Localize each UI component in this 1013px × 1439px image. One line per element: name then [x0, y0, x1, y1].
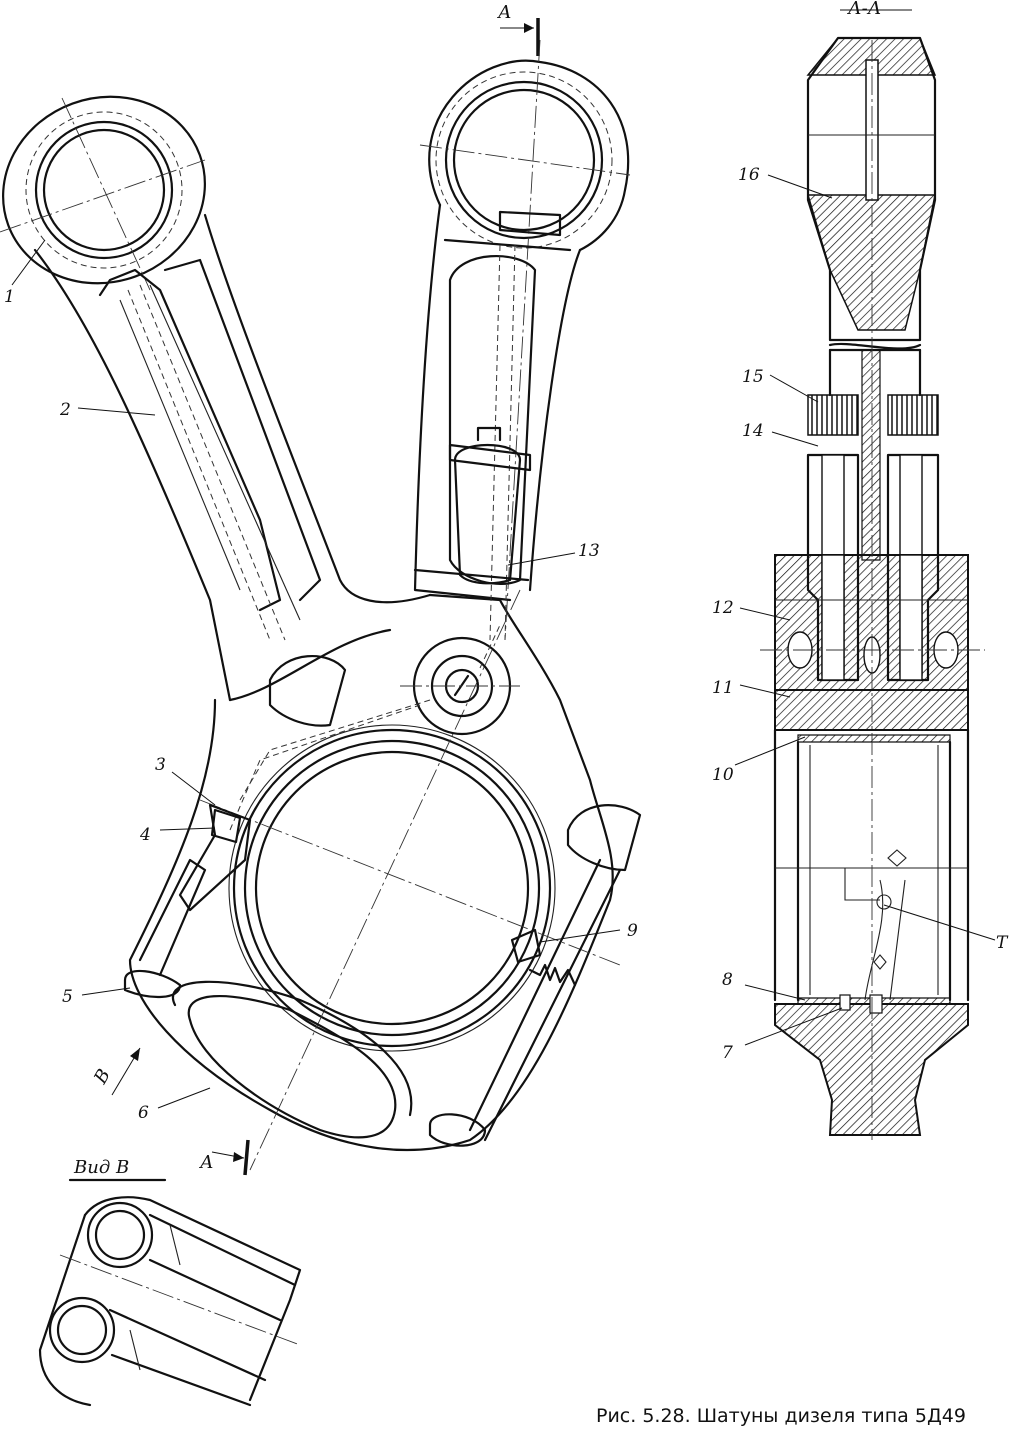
view-b-title: Вид В — [73, 1157, 129, 1178]
leader-lines — [11, 9, 996, 1109]
figure-caption: Рис. 5.28. Шатуны дизеля типа 5Д49 — [596, 1405, 966, 1427]
label-4: 4 — [139, 825, 151, 845]
view-b-arrow-label: В — [90, 1066, 115, 1089]
main-rod — [0, 18, 642, 1176]
view-b — [38, 1178, 302, 1407]
label-5: 5 — [62, 987, 73, 1007]
label-1: 1 — [4, 287, 15, 307]
label-3: 3 — [155, 755, 166, 775]
label-10: 10 — [712, 765, 734, 785]
section-arrow-a-top: А — [496, 2, 512, 23]
label-t: Т — [996, 933, 1009, 953]
section-title-a-a: А-А — [846, 0, 881, 19]
label-group: 1 2 3 4 5 6 7 8 9 10 11 12 13 14 15 16 Т… — [4, 0, 1009, 1178]
label-16: 16 — [738, 165, 760, 185]
label-8: 8 — [722, 970, 733, 990]
label-6: 6 — [138, 1103, 149, 1123]
section-arrow-a-bottom: А — [198, 1152, 214, 1173]
label-7: 7 — [722, 1043, 733, 1063]
section-a-a — [760, 36, 985, 1140]
label-11: 11 — [712, 678, 734, 698]
label-14: 14 — [742, 421, 764, 441]
articulated-rod — [413, 39, 631, 641]
label-13: 13 — [578, 541, 600, 561]
label-9: 9 — [627, 921, 638, 941]
label-12: 12 — [712, 598, 734, 618]
label-15: 15 — [742, 367, 764, 387]
label-2: 2 — [59, 400, 71, 420]
